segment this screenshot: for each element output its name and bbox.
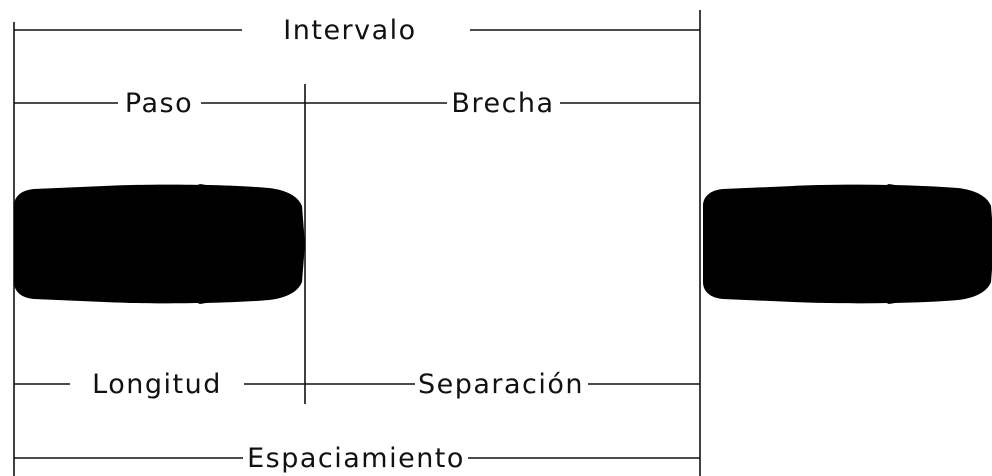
car-top-view-icon xyxy=(14,184,305,304)
gap-dimension: Brecha xyxy=(305,88,700,119)
length-dimension: Longitud xyxy=(14,369,305,400)
length-label: Longitud xyxy=(92,369,222,400)
separation-dimension: Separación xyxy=(305,369,700,400)
interval-dimension: Intervalo xyxy=(14,15,700,46)
step-label: Paso xyxy=(125,88,193,119)
spacing-dimension: Espaciamiento xyxy=(14,443,700,474)
spacing-label: Espaciamiento xyxy=(247,443,465,474)
car-top-view-icon xyxy=(703,184,992,304)
step-dimension: Paso xyxy=(14,88,305,119)
interval-label: Intervalo xyxy=(283,15,416,46)
gap-label: Brecha xyxy=(451,88,554,119)
separation-label: Separación xyxy=(418,369,584,400)
